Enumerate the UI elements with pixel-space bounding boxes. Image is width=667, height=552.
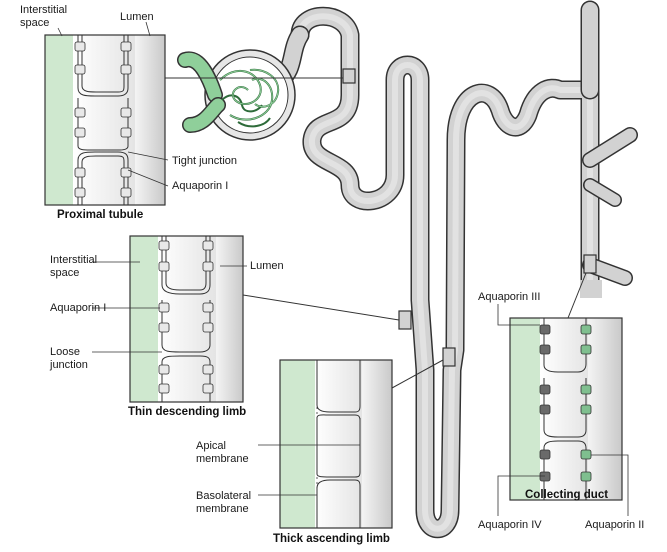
tdl-loose-junction-label-line2: junction xyxy=(50,359,88,372)
pt-aquaporin-label: Aquaporin I xyxy=(172,180,228,193)
thick-ascending-limb-panel xyxy=(258,360,392,528)
tal-lumen xyxy=(362,360,392,528)
tdl-interstitial-label-line1: Interstitial xyxy=(50,254,97,267)
collecting-duct-panel xyxy=(498,304,628,516)
pt-lumen xyxy=(135,35,165,205)
tal-basolateral-label-line1: Basolateral xyxy=(196,490,251,503)
title-thin-descending-limb: Thin descending limb xyxy=(128,406,246,418)
marker-proximal xyxy=(343,69,355,83)
pt-interstitial-label-line1: Interstitial xyxy=(20,4,67,17)
tdl-lumen xyxy=(216,236,243,402)
pt-interstitial-label-line2: space xyxy=(20,17,49,30)
pt-interstitium xyxy=(45,35,73,205)
pt-lumen-label: Lumen xyxy=(120,11,154,24)
tal-interstitium xyxy=(280,360,315,528)
tdl-lumen-label: Lumen xyxy=(250,260,284,273)
tdl-interstitium xyxy=(130,236,158,402)
pt-tight-junction-label: Tight junction xyxy=(172,155,237,168)
tal-basolateral-label-line2: membrane xyxy=(196,503,249,516)
thin-descending-limb-panel xyxy=(92,236,247,402)
marker-thick-ascending xyxy=(443,348,455,366)
title-thick-ascending-limb: Thick ascending limb xyxy=(273,533,390,545)
cd-aquaporin4-label: Aquaporin IV xyxy=(478,519,542,532)
collecting-duct-base xyxy=(580,280,602,298)
title-proximal-tubule: Proximal tubule xyxy=(57,209,143,221)
tal-cell-column xyxy=(315,360,362,528)
cd-aquaporin2-label: Aquaporin II xyxy=(585,519,644,532)
tdl-loose-junction-label-line1: Loose xyxy=(50,346,80,359)
tdl-interstitial-label-line2: space xyxy=(50,267,79,280)
tdl-aquaporin-label: Aquaporin I xyxy=(50,302,106,315)
cd-interstitium xyxy=(510,318,540,500)
marker-collecting xyxy=(584,255,596,273)
proximal-tubule-panel xyxy=(45,22,168,205)
cd-lumen xyxy=(588,318,622,500)
tal-apical-label-line2: membrane xyxy=(196,453,249,466)
cd-aquaporin3-label: Aquaporin III xyxy=(478,291,540,304)
marker-thin-descending xyxy=(399,311,411,329)
title-collecting-duct: Collecting duct xyxy=(525,489,608,501)
glomerulus xyxy=(185,50,295,140)
tal-apical-label-line1: Apical xyxy=(196,440,226,453)
tdl-cell-column xyxy=(158,236,216,402)
